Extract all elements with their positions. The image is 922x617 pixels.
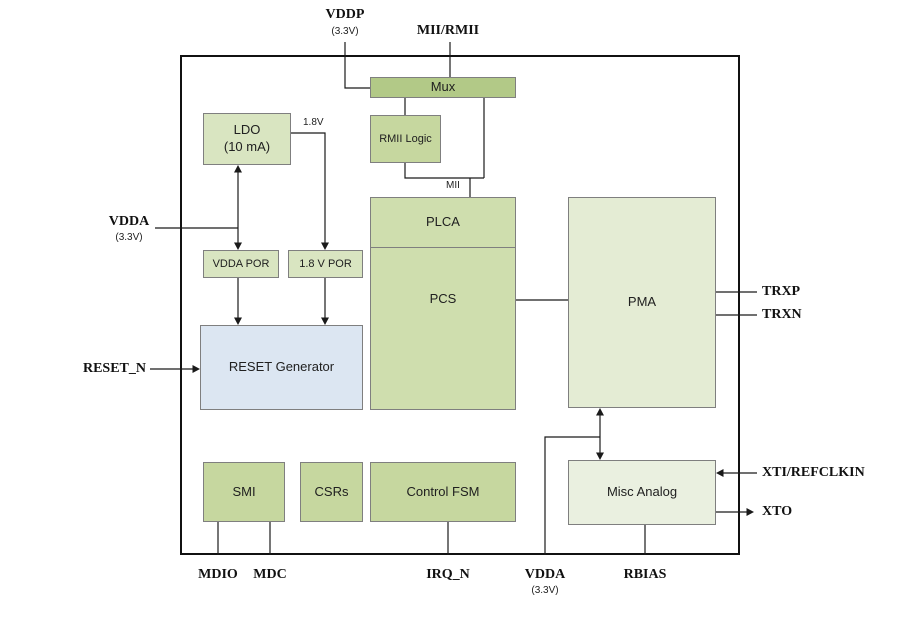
net-label-1v8: 1.8V: [303, 117, 324, 128]
plca-label: PLCA: [426, 214, 460, 230]
misc-analog-block: Misc Analog: [568, 460, 716, 525]
ldo-title: LDO: [233, 122, 261, 138]
pin-vddp-voltage: (3.3V): [331, 26, 359, 37]
reset-generator-label: RESET Generator: [228, 359, 335, 375]
pma-label: PMA: [627, 294, 657, 310]
pin-trxp: TRXP: [762, 284, 801, 299]
pma-block: PMA: [568, 197, 716, 408]
plca-section: PLCA: [371, 198, 515, 248]
pin-vdda-bottom-voltage: (3.3V): [531, 585, 559, 596]
pin-vdda-bottom: VDDA: [524, 567, 566, 582]
pin-reset-n: RESET_N: [82, 361, 146, 376]
rmii-logic-block: RMII Logic: [370, 115, 441, 163]
1v8-por-label: 1.8 V POR: [299, 257, 352, 270]
csrs-label: CSRs: [314, 483, 349, 499]
plca-pcs-block: PLCA PCS: [370, 197, 516, 410]
net-label-mii: MII: [446, 180, 460, 191]
pin-vdda-left: VDDA: [108, 214, 150, 229]
pcs-label: PCS: [429, 291, 457, 307]
1v8-por-block: 1.8 V POR: [288, 250, 363, 278]
pin-mii-rmii: MII/RMII: [416, 23, 480, 38]
pin-trxn: TRXN: [762, 307, 802, 322]
ldo-subtitle: (10 mA): [223, 139, 271, 154]
pin-vddp: VDDP: [325, 7, 365, 22]
pin-rbias: RBIAS: [623, 567, 667, 582]
rmii-logic-label: RMII Logic: [379, 132, 432, 145]
chip-boundary: [180, 55, 740, 555]
pin-irq-n: IRQ_N: [426, 567, 470, 582]
pin-vdda-left-voltage: (3.3V): [115, 232, 143, 243]
mux-block: Mux: [370, 77, 516, 98]
csrs-block: CSRs: [300, 462, 363, 522]
vdda-por-label: VDDA POR: [212, 257, 270, 270]
pin-mdio: MDIO: [198, 567, 238, 582]
mux-label: Mux: [430, 79, 456, 95]
pin-mdc: MDC: [253, 567, 287, 582]
misc-analog-label: Misc Analog: [606, 484, 678, 500]
vdda-por-block: VDDA POR: [203, 250, 279, 278]
pin-xti-refclkin: XTI/REFCLKIN: [762, 465, 865, 480]
control-fsm-block: Control FSM: [370, 462, 516, 522]
reset-generator-block: RESET Generator: [200, 325, 363, 410]
pin-xto: XTO: [762, 504, 793, 519]
pcs-section: PCS: [371, 248, 515, 409]
smi-label: SMI: [232, 483, 256, 499]
ldo-block: LDO (10 mA): [203, 113, 291, 165]
smi-block: SMI: [203, 462, 285, 522]
control-fsm-label: Control FSM: [406, 483, 480, 499]
